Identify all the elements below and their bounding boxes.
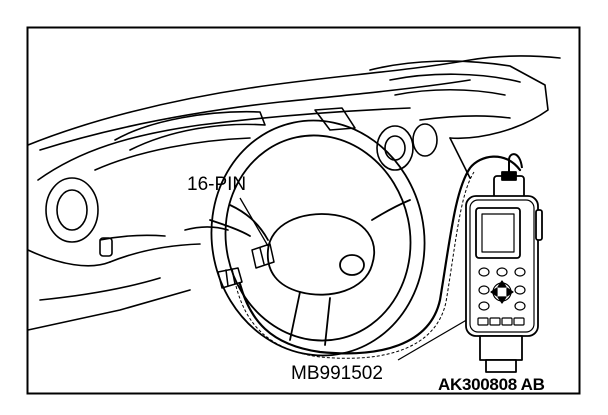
connector-label: 16-PIN (187, 174, 247, 195)
tool-leader-line (397, 317, 471, 361)
handheld-diagnostic-tester-icon (465, 153, 543, 373)
diagnostic-cable (238, 155, 522, 355)
steering-wheel-icon (209, 119, 426, 357)
figure-code: AK300808 AB (438, 375, 545, 394)
tool-part-number-label: MB991502 (291, 363, 383, 384)
connector-leader-line (239, 197, 269, 247)
diagnostic-connector-icon (217, 243, 275, 289)
figure-frame (26, 26, 581, 395)
dashboard-illustration (27, 55, 561, 331)
diagnostic-cable-inner (235, 171, 475, 359)
